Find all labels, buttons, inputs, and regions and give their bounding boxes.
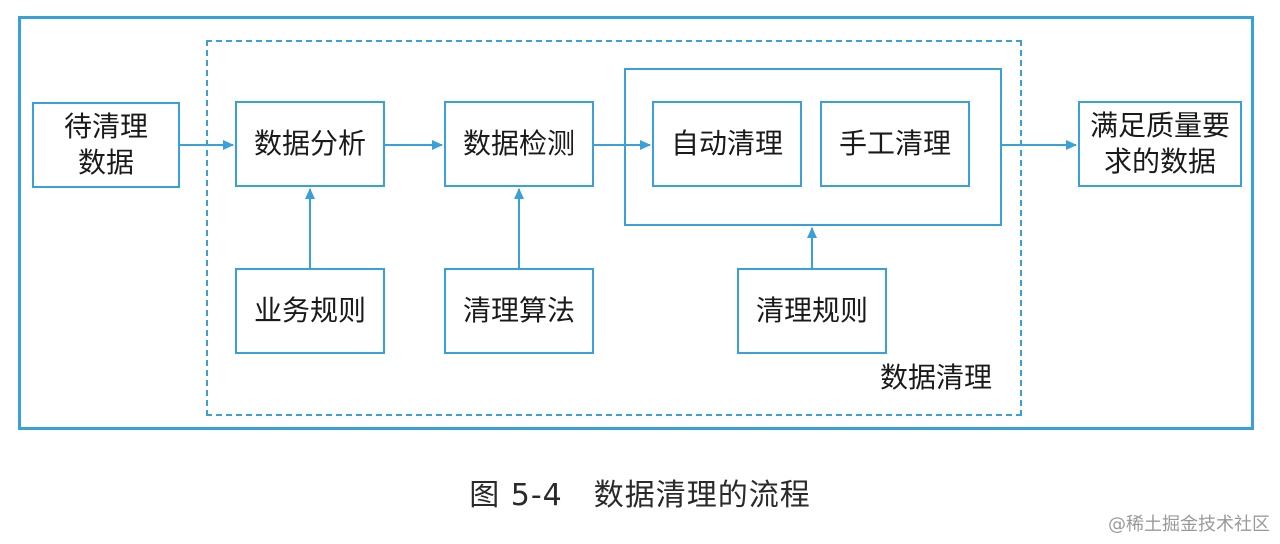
node-clean-rules: 清理规则	[737, 268, 887, 354]
figure-caption: 图 5-4 数据清理的流程	[469, 478, 811, 513]
node-manual-clean: 手工清理	[820, 101, 970, 187]
node-output-data: 满足质量要 求的数据	[1078, 101, 1242, 187]
node-data-analysis: 数据分析	[235, 101, 385, 187]
node-business-rules: 业务规则	[235, 268, 385, 354]
node-data-detection: 数据检测	[444, 101, 594, 187]
cleaning-methods-group	[624, 68, 1002, 226]
outer-frame	[18, 16, 1254, 430]
data-cleaning-group-boundary	[206, 40, 1022, 416]
watermark: @稀土掘金技术社区	[1108, 514, 1270, 535]
group-label-data-cleaning: 数据清理	[880, 361, 993, 394]
node-auto-clean: 自动清理	[652, 101, 802, 187]
node-input-data: 待清理 数据	[32, 102, 180, 188]
node-clean-algorithm: 清理算法	[444, 268, 594, 354]
